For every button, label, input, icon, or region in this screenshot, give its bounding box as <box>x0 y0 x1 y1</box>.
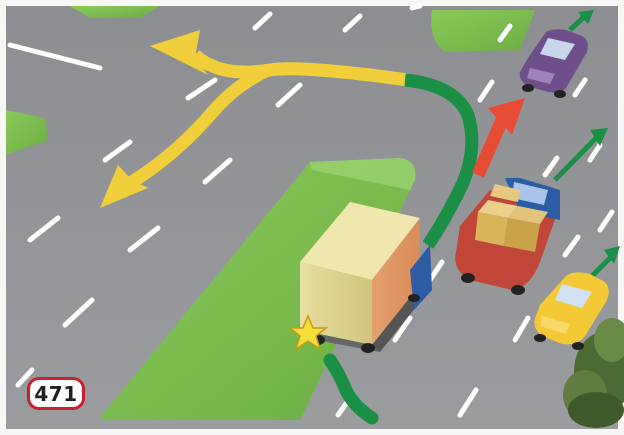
task-number-badge: 471 <box>27 377 85 410</box>
grass-island-top-right <box>431 10 535 52</box>
task-number-label: 471 <box>34 382 77 406</box>
